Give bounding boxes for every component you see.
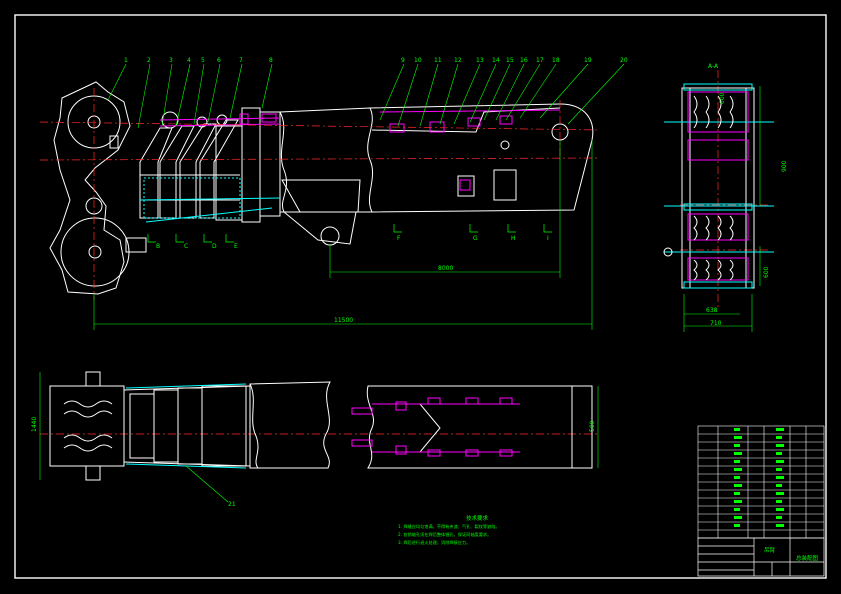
end-view-label: A-A xyxy=(708,63,719,70)
main-boom-body xyxy=(279,107,374,213)
balloon-4: 4 xyxy=(187,57,191,64)
title-drawing-name: 吊臂 xyxy=(764,546,776,554)
balloon-2: 2 xyxy=(147,57,151,64)
notes-title: 技术要求 xyxy=(466,514,489,522)
section-letter-b: B xyxy=(156,243,160,250)
dim-total: 11500 xyxy=(334,317,353,324)
title-drawing-code: 总装配图 xyxy=(796,554,819,562)
side-view-details xyxy=(139,109,561,223)
boom-head-plate xyxy=(49,81,131,295)
section-d xyxy=(179,123,217,219)
balloon-13: 13 xyxy=(476,57,484,64)
notes-line-1: 1. 焊缝应均匀饱满，不得有夹渣、气孔、裂纹等缺陷。 xyxy=(398,523,500,530)
dim-top-right: 500 xyxy=(589,420,596,432)
section-letter-f: F xyxy=(397,235,401,242)
base-mount xyxy=(283,211,357,245)
notes-line-2: 2. 各销轴孔须在焊后整体镗孔，保证同轴度要求。 xyxy=(398,531,491,538)
section-b xyxy=(139,127,173,219)
dim-top-left: 1440 xyxy=(31,417,38,432)
section-letter-e: E xyxy=(234,243,238,250)
top-view-details xyxy=(63,383,520,469)
section-letter-c: C xyxy=(184,243,188,250)
balloon-16: 16 xyxy=(520,57,528,64)
balloon-1: 1 xyxy=(124,57,128,64)
side-view xyxy=(49,81,594,295)
section-markers xyxy=(147,224,552,243)
notes-line-3: 3. 焊后进行退火处理，消除焊接应力。 xyxy=(398,539,470,546)
balloon-numbers: 1 2 3 4 5 6 7 8 9 10 11 12 13 14 15 16 1… xyxy=(124,57,628,64)
balloon-leaders xyxy=(107,63,625,129)
top-view-head xyxy=(49,385,125,467)
technical-notes: 技术要求 1. 焊缝应均匀饱满，不得有夹渣、气孔、裂纹等缺陷。 2. 各销轴孔须… xyxy=(398,514,500,546)
balloon-14: 14 xyxy=(492,57,500,64)
side-view-centerlines xyxy=(39,70,770,435)
dim-end-mid: 900 xyxy=(781,160,788,172)
dim-end-width-b: 710 xyxy=(710,320,722,327)
balloon-5: 5 xyxy=(201,57,205,64)
balloon-3: 3 xyxy=(169,57,173,64)
dim-end-top: 600 xyxy=(719,92,726,104)
parts-list-fill xyxy=(734,428,784,527)
end-view xyxy=(663,83,774,289)
balloon-6: 6 xyxy=(217,57,221,64)
title-block xyxy=(697,537,825,577)
dim-inner: 8000 xyxy=(438,265,453,272)
end-view-dimensions xyxy=(683,86,761,332)
balloon-12: 12 xyxy=(454,57,462,64)
side-view-dimensions xyxy=(93,140,593,330)
section-letter-d: D xyxy=(212,243,217,250)
section-e xyxy=(199,119,239,219)
top-view-dimensions xyxy=(39,372,599,503)
balloon-9: 9 xyxy=(401,57,405,64)
balloon-21: 21 xyxy=(228,501,236,508)
balloon-20: 20 xyxy=(620,57,628,64)
section-letter-g: G xyxy=(473,235,478,242)
balloon-19: 19 xyxy=(584,57,592,64)
parts-list xyxy=(697,425,825,539)
dim-end-width-a: 638 xyxy=(706,307,718,314)
sheet-border xyxy=(14,14,827,579)
balloon-10: 10 xyxy=(414,57,422,64)
balloon-11: 11 xyxy=(434,57,442,64)
lower-sheave xyxy=(60,217,130,287)
balloon-18: 18 xyxy=(552,57,560,64)
section-letter-i: I xyxy=(547,235,549,242)
mid-pin xyxy=(85,197,103,215)
balloon-8: 8 xyxy=(269,57,273,64)
balloon-15: 15 xyxy=(506,57,514,64)
balloon-17: 17 xyxy=(536,57,544,64)
balloon-7: 7 xyxy=(239,57,243,64)
dim-end-bottom: 600 xyxy=(763,266,770,278)
section-letter-h: H xyxy=(511,235,516,242)
section-c xyxy=(159,125,195,219)
section-letters: B C D E F G H I xyxy=(156,235,549,250)
